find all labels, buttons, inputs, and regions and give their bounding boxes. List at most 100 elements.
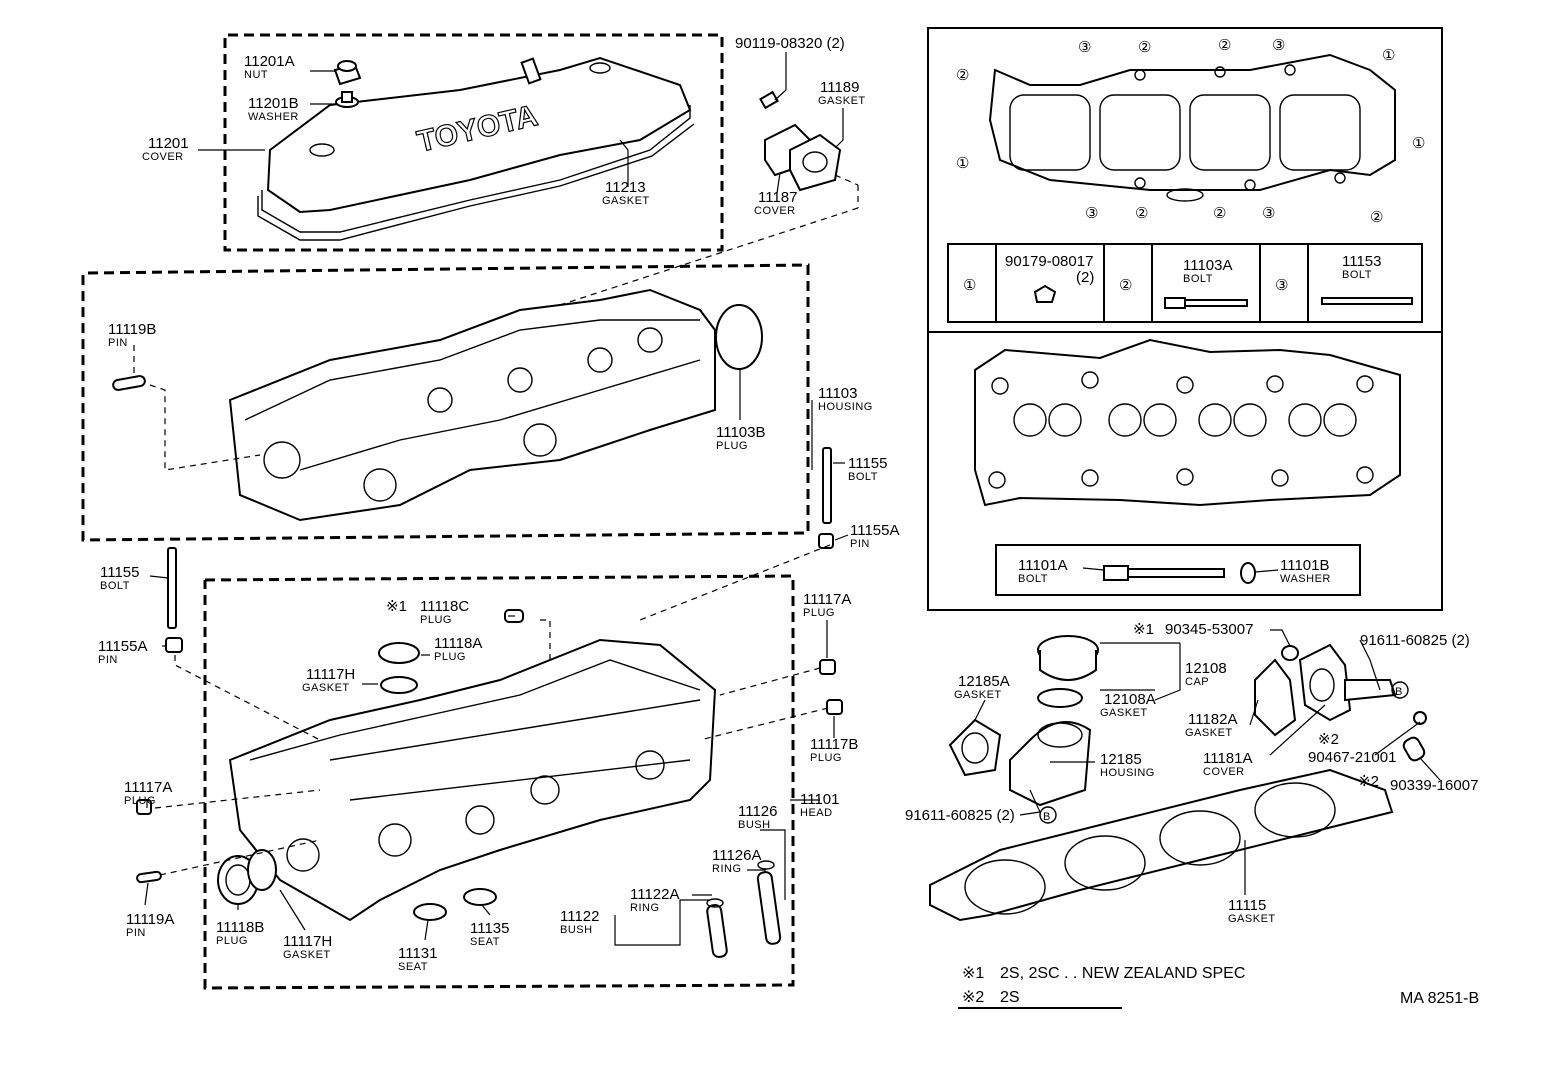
label-90345-mark: ※1	[1133, 621, 1154, 638]
label-11117H-name: GASKET	[302, 682, 350, 694]
label-11101B-num: 11101B	[1280, 557, 1330, 574]
circle-2: ②	[1135, 205, 1148, 222]
label-11189-num: 11189	[820, 79, 860, 96]
bolt-table-part-1: 90179-08017	[1005, 253, 1093, 270]
head-gasket-box	[974, 338, 1401, 596]
circle-2: ②	[956, 67, 969, 84]
circle-3: ③	[1085, 205, 1098, 222]
label-12185A-num: 12185A	[958, 673, 1010, 690]
label-11118A-name: PLUG	[434, 651, 466, 663]
label-11122-num: 11122	[560, 908, 600, 925]
label-11103B-num: 11103B	[716, 424, 766, 441]
label-11101A-num: 11101A	[1018, 557, 1068, 574]
label-11101-num: 11101	[800, 791, 840, 808]
label-11118C-num: 11118C	[420, 598, 469, 615]
circle-3: ③	[1078, 39, 1091, 56]
bolt-table-part-3: 11153	[1342, 253, 1382, 270]
label-11155-left-num: 11155	[100, 564, 140, 581]
label-12185-num: 12185	[1100, 751, 1142, 768]
circle-3: ③	[1272, 37, 1285, 54]
circle-1: ①	[956, 155, 969, 172]
part-labels: 11201A NUT 11201B WASHER 11201 COVER 112…	[98, 35, 1478, 973]
label-11155A-left-name: PIN	[98, 654, 118, 666]
label-11131-num: 11131	[398, 945, 438, 962]
note-2-text: 2S	[1000, 989, 1020, 1006]
label-11118A-num: 11118A	[434, 635, 482, 652]
label-12108-num: 12108	[1185, 660, 1227, 677]
label-11101A-name: BOLT	[1018, 573, 1048, 585]
label-11103-num: 11103	[818, 385, 858, 402]
label-90467-num: 90467-21001	[1308, 749, 1396, 766]
label-11155A-left-num: 11155A	[98, 638, 148, 655]
cylinder-head	[136, 609, 843, 958]
label-12108A-num: 12108A	[1104, 691, 1156, 708]
label-11181A-num: 11181A	[1203, 750, 1253, 767]
label-11117A-left-name: PLUG	[124, 795, 156, 807]
label-11119B-name: PIN	[108, 337, 128, 349]
label-11155A-num: 11155A	[850, 522, 900, 539]
label-11201B-num: 11201B	[248, 95, 299, 112]
diagram-code: MA 8251-B	[1400, 990, 1479, 1007]
footnotes: ※1 2S, 2SC . . NEW ZEALAND SPEC ※2 2S MA…	[958, 965, 1479, 1009]
label-11201A-num: 11201A	[244, 53, 295, 70]
label-12108-name: CAP	[1185, 676, 1209, 688]
water-outlet	[929, 635, 1427, 922]
label-12185A-name: GASKET	[954, 689, 1002, 701]
note-1-mark: ※1	[962, 965, 984, 982]
label-11155-left-name: BOLT	[100, 580, 130, 592]
label-11115-num: 11115	[1228, 897, 1266, 914]
label-11155-num: 11155	[848, 455, 888, 472]
label-90339-mark: ※2	[1358, 773, 1379, 790]
group-frames	[81, 33, 810, 990]
label-11119A-name: PIN	[126, 927, 146, 939]
valve-cover: TOYOTA	[257, 56, 695, 241]
label-11103B-name: PLUG	[716, 440, 748, 452]
circle-2: ②	[1370, 209, 1383, 226]
label-11117B-name: PLUG	[810, 752, 842, 764]
bolt-table-mark-1: ①	[963, 277, 976, 294]
label-11135-name: SEAT	[470, 936, 500, 948]
label-11201-num: 11201	[148, 135, 189, 152]
circle-1: ①	[1412, 135, 1425, 152]
label-11117A-num: 11117A	[803, 591, 851, 608]
label-11122A-name: RING	[630, 902, 660, 914]
bolts-pins	[165, 447, 834, 653]
label-11131-name: SEAT	[398, 961, 428, 973]
label-11126-num: 11126	[738, 803, 778, 820]
note-2-mark: ※2	[962, 989, 984, 1006]
label-90467-mark: ※2	[1318, 731, 1339, 748]
circle-markers: ③ ② ② ③ ① ② ① ① ③ ② ② ③ ② B B	[956, 37, 1425, 824]
label-11181A-name: COVER	[1203, 766, 1245, 778]
label-11119A-num: 11119A	[126, 911, 174, 928]
label-11119B-num: 11119B	[108, 321, 156, 338]
label-11201A-name: NUT	[244, 69, 268, 81]
leader-lines	[133, 52, 1441, 946]
label-11201B-name: WASHER	[248, 111, 299, 123]
label-11103-name: HOUSING	[818, 401, 873, 413]
circle-b: B	[1395, 686, 1402, 698]
label-11135-num: 11135	[470, 920, 510, 937]
circle-b: B	[1043, 811, 1050, 823]
bolt-table: ① 90179-08017 (2) ② 11103A BOLT ③ 11153 …	[963, 253, 1382, 294]
label-12185-name: HOUSING	[1100, 767, 1155, 779]
label-91611-num: 91611-60825 (2)	[1360, 632, 1470, 649]
label-11117A-name: PLUG	[803, 607, 835, 619]
bolt-table-mark-2: ②	[1119, 277, 1132, 294]
bolt-table-qty-1: (2)	[1076, 269, 1094, 286]
label-11122-name: BUSH	[560, 924, 593, 936]
label-11213-num: 11213	[605, 179, 646, 196]
label-11118B-num: 11118B	[216, 919, 264, 936]
label-11182A-num: 11182A	[1188, 711, 1238, 728]
label-11118C-name: PLUG	[420, 614, 452, 626]
label-90119-num: 90119-08320 (2)	[735, 35, 845, 52]
label-11126-name: BUSH	[738, 819, 771, 831]
label-11126A-name: RING	[712, 863, 742, 875]
label-11115-name: GASKET	[1228, 913, 1276, 925]
bolt-table-name-2: BOLT	[1183, 273, 1213, 285]
circle-2: ②	[1218, 37, 1231, 54]
label-11117A-left-num: 11117A	[124, 779, 172, 796]
label-11117H-bottom-name: GASKET	[283, 949, 331, 961]
label-11122A-num: 11122A	[630, 886, 680, 903]
circle-3: ③	[1262, 205, 1275, 222]
